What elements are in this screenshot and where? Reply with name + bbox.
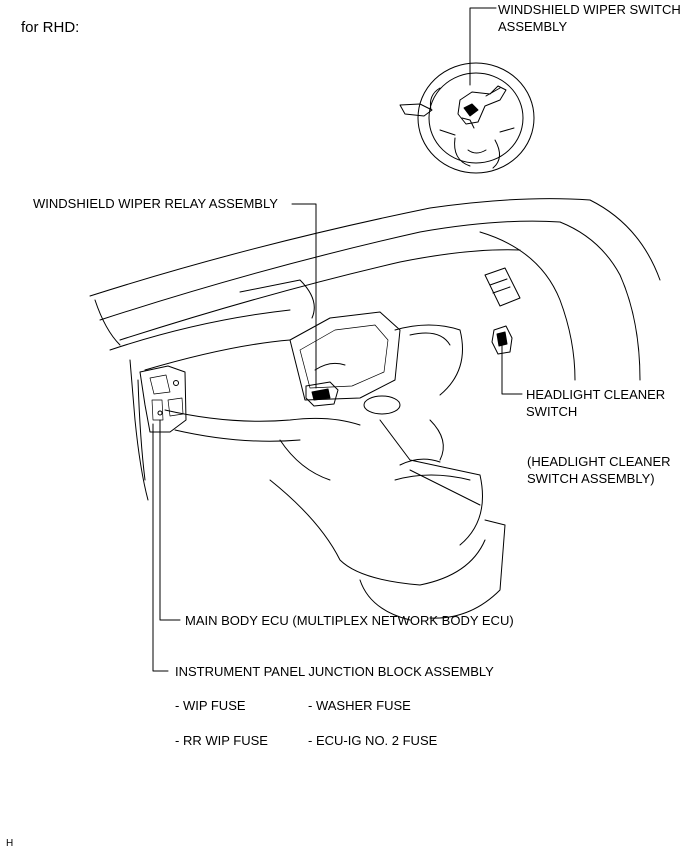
corner-mark: H xyxy=(6,838,14,849)
variant-label: for RHD: xyxy=(21,19,80,36)
wiper-switch-illustration xyxy=(457,85,507,129)
headlight-cleaner-switch-label: HEADLIGHT CLEANER SWITCH xyxy=(526,386,665,420)
headlight-switch-label-line1: HEADLIGHT CLEANER xyxy=(526,387,666,402)
headlight-assy-label-line1: (HEADLIGHT CLEANER xyxy=(527,454,671,469)
fuse-ecu-ig: - ECU-IG NO. 2 FUSE xyxy=(308,733,438,748)
junction-block-illustration xyxy=(139,365,187,433)
wiper-relay-label: WINDSHIELD WIPER RELAY ASSEMBLY xyxy=(33,196,278,211)
steering-wheel-illustration xyxy=(399,62,535,174)
junction-block-label: INSTRUMENT PANEL JUNCTION BLOCK ASSEMBLY xyxy=(175,664,494,679)
main-body-ecu-label: MAIN BODY ECU (MULTIPLEX NETWORK BODY EC… xyxy=(185,613,514,628)
fuse-washer: - WASHER FUSE xyxy=(308,698,411,713)
wiper-switch-label-line1: WINDSHIELD WIPER SWITCH xyxy=(498,2,681,17)
headlight-cleaner-switch-illustration xyxy=(491,325,513,355)
wiper-switch-label: WINDSHIELD WIPER SWITCH ASSEMBLY xyxy=(498,1,681,35)
headlight-cleaner-assembly-label: (HEADLIGHT CLEANER SWITCH ASSEMBLY) xyxy=(527,453,671,487)
wiper-switch-label-line2: ASSEMBLY xyxy=(498,19,568,34)
wiper-relay-illustration xyxy=(305,381,339,407)
dashboard-illustration xyxy=(89,198,661,621)
fuse-wip: - WIP FUSE xyxy=(175,698,246,713)
fuse-rr-wip: - RR WIP FUSE xyxy=(175,733,268,748)
headlight-switch-label-line2: SWITCH xyxy=(526,404,578,419)
headlight-assy-label-line2: SWITCH ASSEMBLY) xyxy=(527,471,655,486)
